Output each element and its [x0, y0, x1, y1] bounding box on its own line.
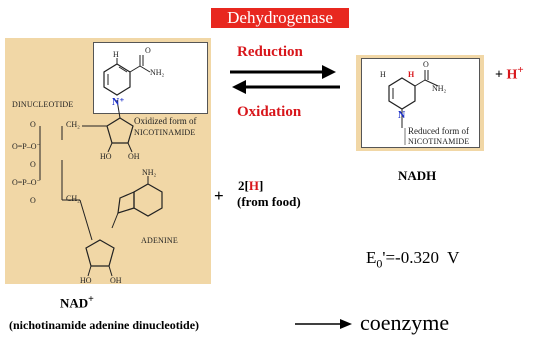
chem-nh2-adenine: NH₂: [142, 168, 157, 177]
enzyme-title: Dehydrogenase: [211, 8, 349, 28]
nadh-chem-n: N: [398, 110, 406, 121]
label-adenine: ADENINE: [141, 236, 178, 245]
nadh-chem-h-red: H: [408, 70, 415, 79]
chem-oh-1: OH: [128, 152, 140, 161]
reduction-label: Reduction: [237, 44, 303, 60]
nad-name: NAD: [60, 295, 89, 311]
nad-full-name: (nichotinamide adenine dinucleotide): [9, 318, 200, 332]
chem-ho-1: HO: [100, 152, 112, 161]
potential-value: '=-0.320 V: [382, 248, 460, 267]
reactant-close-bracket: ]: [258, 178, 264, 193]
h-plus-product: + H+: [495, 64, 524, 84]
h-plus-sup: +: [517, 64, 524, 76]
chem-h-top: H: [113, 50, 119, 59]
redox-potential: E0'=-0.320 V: [366, 248, 459, 271]
potential-e: E: [366, 248, 377, 267]
coenzyme-label: coenzyme: [360, 310, 450, 335]
chem-opo-1: O=P–O⁻: [12, 142, 41, 151]
nad-sup: +: [88, 294, 94, 305]
label-adenine-text: ADENINE: [141, 236, 178, 245]
chem-opo-2: O=P–O⁻: [12, 178, 41, 187]
chem-nh2-amide: NH₂: [150, 68, 165, 77]
label-reduced-form: Reduced form of: [408, 126, 469, 136]
reactant-h: H: [248, 178, 259, 193]
nad-nicotinamide-inset: [93, 42, 208, 114]
label-oxidized-form: Oxidized form of: [134, 116, 197, 126]
reactant-2h: 2[H]: [238, 178, 263, 194]
chem-o-1: O: [30, 120, 36, 129]
h-plus-h: H: [506, 67, 518, 83]
nadh-label: NADH: [398, 168, 437, 183]
reactant-2-bracket: 2[: [238, 178, 249, 193]
chem-ch2-2: CH₂: [66, 194, 80, 203]
potential-sub: 0: [376, 256, 383, 271]
chem-o-3: O: [30, 196, 36, 205]
chem-oh-2: OH: [110, 276, 122, 285]
nadh-nicotinamide-inset: [361, 58, 480, 148]
label-nicotinamide-red: NICOTINAMIDE: [408, 137, 470, 146]
chem-ho-2: HO: [80, 276, 92, 285]
chem-o-2: O: [30, 160, 36, 169]
h-plus-plus-sign: +: [495, 67, 503, 83]
nad-label: NAD+: [60, 294, 94, 311]
nadh-chem-nh2: NH₂: [432, 84, 447, 93]
chem-o-carbonyl: O: [145, 46, 151, 55]
oxidation-label: Oxidation: [237, 104, 302, 120]
label-nicotinamide-ox: NICOTINAMIDE: [134, 128, 196, 137]
nadh-chem-o: O: [423, 60, 429, 69]
reactant-plus-sign: +: [214, 186, 224, 205]
label-dinucleotide: DINUCLEOTIDE: [12, 100, 74, 109]
from-food-label: (from food): [237, 194, 301, 209]
nadh-chem-h-left: H: [380, 70, 386, 79]
chem-n-plus: N⁺: [112, 97, 125, 108]
chem-ch2-1: CH₂: [66, 120, 80, 129]
